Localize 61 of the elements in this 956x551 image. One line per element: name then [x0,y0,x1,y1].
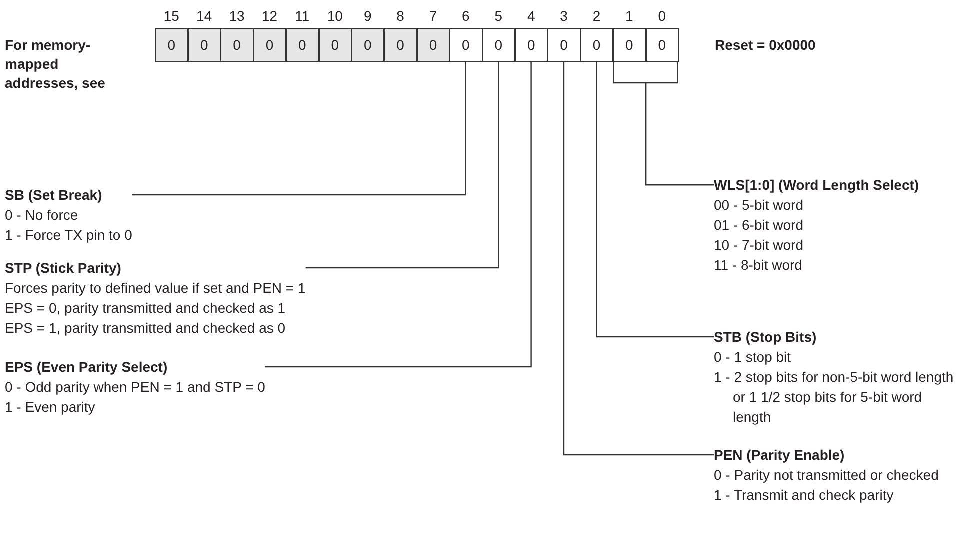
bit-cell: 0 [220,28,254,62]
bit-number: 5 [494,8,504,24]
field-value-text: 0 - 1 stop bit [714,348,792,367]
bit-cell: 0 [416,28,450,62]
bit-cell: 0 [384,28,418,62]
bit-number: 11 [294,8,311,24]
field-name: EPS (Even Parity Select) [5,358,169,377]
bit-number: 14 [196,8,214,24]
bit-number: 12 [260,8,279,24]
bit-cell: 0 [318,28,352,62]
bit-number: 10 [326,8,344,24]
bit-number: 3 [559,8,569,24]
field-value-text: EPS = 0, parity transmitted and checked as 1 [5,299,287,318]
bit-number: 7 [428,8,438,24]
field-value-text: 10 - 7-bit word [714,236,804,255]
bit-cell: 0 [253,28,286,62]
bit-cell: 0 [482,28,516,62]
field-name: WLS[1:0] (Word Length Select) [714,176,920,195]
bit-number: 13 [228,8,246,24]
reset-value: Reset = 0x0000 [715,36,816,55]
bit-number: 15 [162,8,180,24]
field-value-text: 1 - Even parity [5,398,96,417]
field-name: PEN (Parity Enable) [714,446,846,465]
bit-cell: 0 [351,28,384,62]
field-value-text: 1 - Force TX pin to 0 [5,226,132,245]
bit-number: 2 [592,8,602,24]
bit-number: 1 [624,8,634,24]
field-value-text: 0 - No force [5,206,80,225]
field-value-text: 00 - 5-bit word [714,196,804,215]
bit-cell: 0 [286,28,320,62]
bit-cell: 0 [188,28,221,62]
leader-line [132,62,466,196]
bit-number: 4 [526,8,536,24]
field-value-text: 11 - 8-bit word [714,256,804,275]
note-text: For memory-mapped addresses, see [5,36,106,93]
field-value-text: 1 - 2 stop bits for non-5-bit word length or 1 1/2 stop bits for 5-bit word length [714,368,954,427]
leader-line [306,62,500,269]
field-value-text: 0 - Parity not transmitted or checked [714,466,939,485]
bit-cell: 0 [514,28,548,62]
bit-cell: 0 [580,28,614,62]
leader-line [645,62,714,186]
leader-line [563,62,714,456]
field-value-text: EPS = 1, parity transmitted and checked as 0 [5,319,287,338]
field-value-text: Forces parity to defined value if set and PEN = 1 [5,279,306,298]
field-value-text: 1 - Transmit and check parity [714,486,895,505]
leader-line [596,62,714,338]
leader-line [266,62,532,368]
bit-cell: 0 [646,28,679,62]
field-value-text: 01 - 6-bit word [714,216,804,235]
bit-number: 8 [396,8,406,24]
field-name: STP (Stick Parity) [5,259,122,278]
bit-cell: 0 [155,28,188,62]
bit-cell: 0 [449,28,483,62]
field-name: SB (Set Break) [5,186,104,205]
field-value-text: 0 - Odd parity when PEN = 1 and STP = 0 [5,378,266,397]
bit-cell: 0 [547,28,581,62]
bit-number: 6 [461,8,471,24]
field-name: STB (Stop Bits) [714,328,818,347]
bit-number: 9 [362,8,373,24]
bit-cell: 0 [612,28,646,62]
bit-number: 0 [657,8,668,24]
